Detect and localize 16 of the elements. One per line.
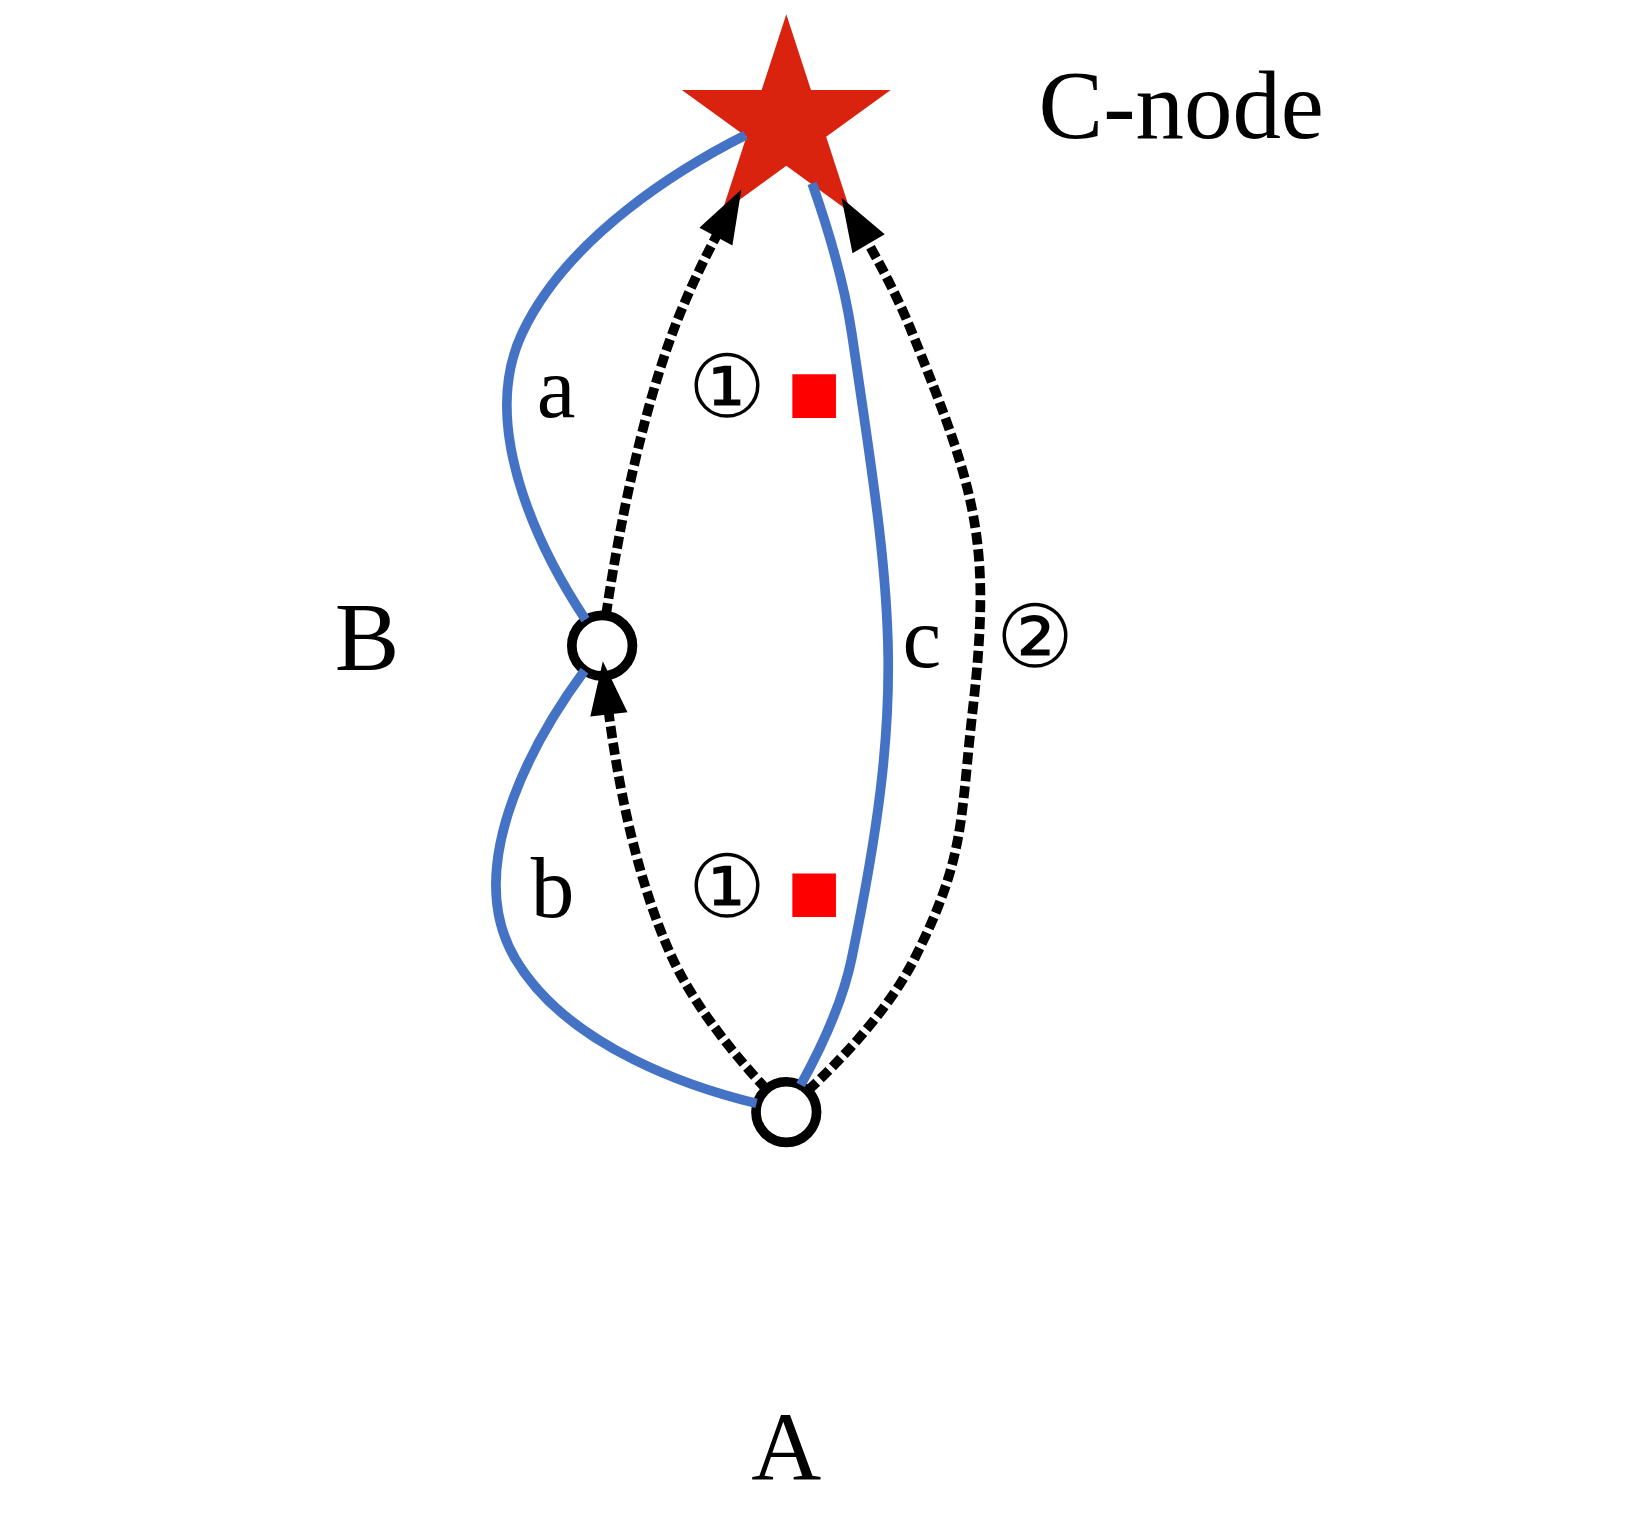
edge-label: ① — [688, 838, 767, 936]
arrow — [590, 661, 770, 1093]
node-label: B — [334, 583, 400, 691]
edge-label: ① — [688, 339, 767, 437]
arrow — [804, 197, 986, 1094]
connector — [491, 667, 758, 1109]
connector — [796, 181, 893, 1088]
node-label: C-node — [1038, 52, 1324, 160]
edge-label: ② — [995, 588, 1074, 686]
connector — [502, 130, 748, 623]
edge-label: c — [902, 588, 942, 686]
edge-label: a — [536, 339, 576, 437]
edge-label: b — [530, 838, 575, 936]
node-label: A — [751, 1393, 822, 1501]
node-circle — [567, 610, 638, 681]
node-circle — [751, 1076, 822, 1148]
